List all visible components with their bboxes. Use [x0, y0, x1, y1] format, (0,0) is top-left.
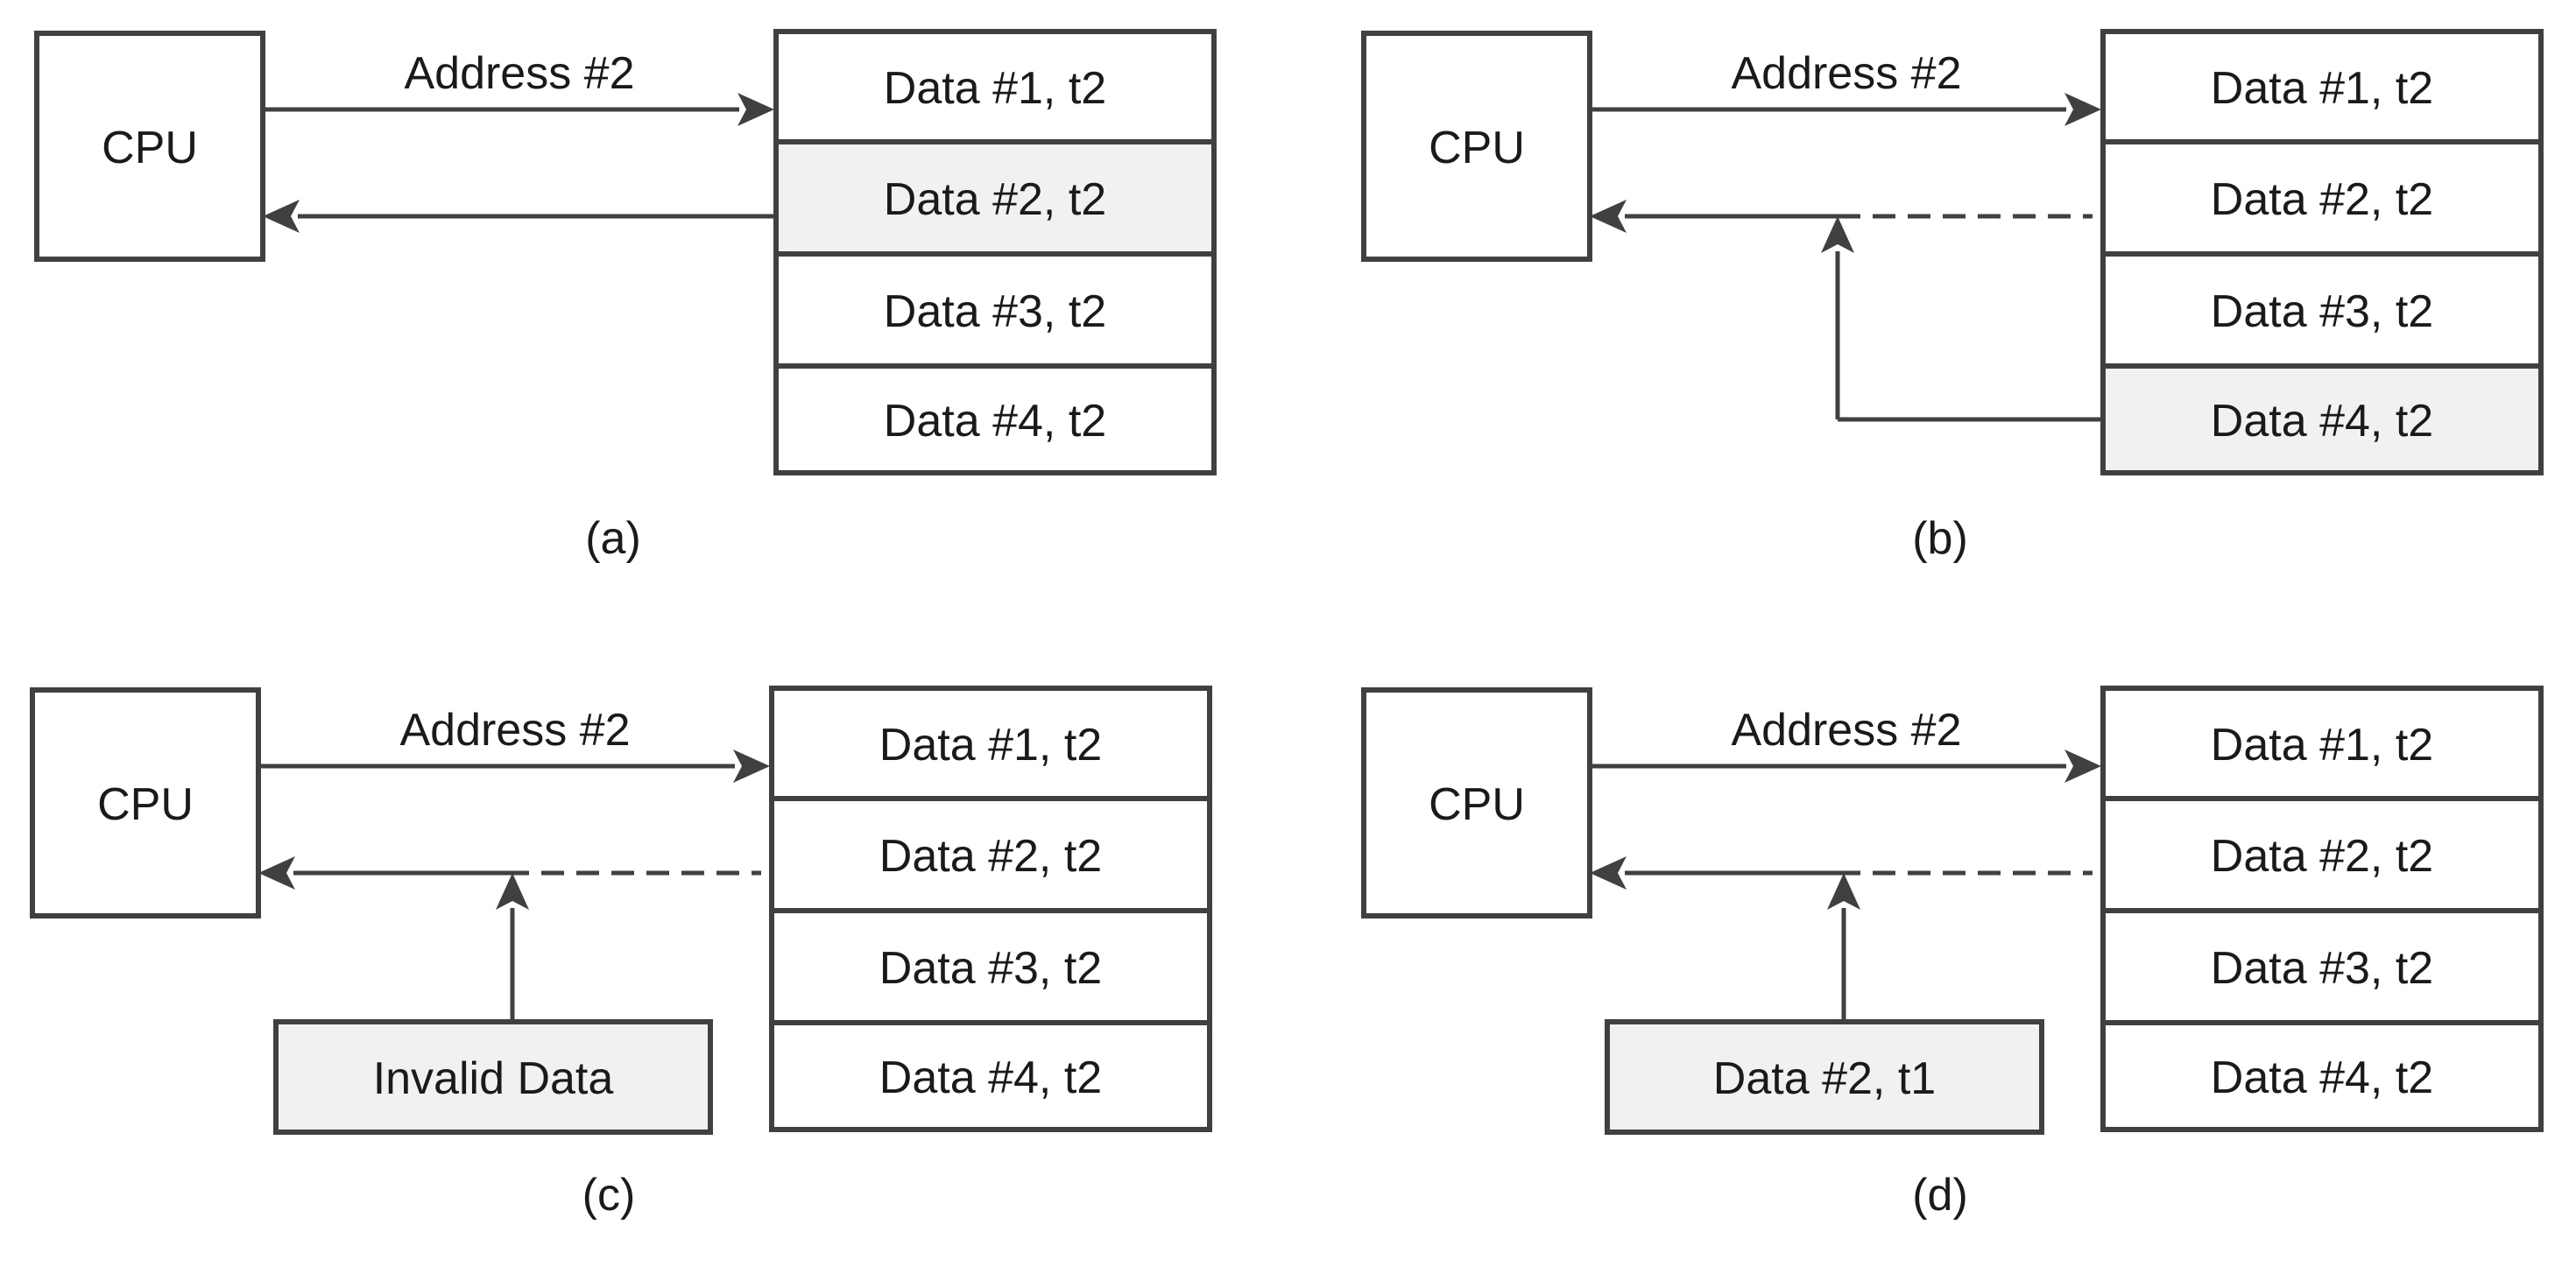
external-source-label: Data #2, t1 — [1713, 1053, 1936, 1104]
cpu-box — [30, 687, 261, 918]
external-source-box — [273, 1019, 713, 1135]
memory-row-4 — [769, 1020, 1212, 1132]
memory-row-4 — [2100, 1020, 2544, 1132]
memory-row-label: Data #3, t2 — [884, 286, 1106, 337]
memory-row-1 — [773, 29, 1217, 144]
address-label: Address #2 — [404, 48, 634, 99]
data-return-arrow — [1590, 856, 1838, 890]
memory-row-label: Data #1, t2 — [879, 720, 1102, 771]
cpu-label: CPU — [102, 123, 198, 173]
address-arrow — [1590, 750, 2101, 783]
arrowhead-icon — [1821, 216, 1854, 253]
memory-row-2 — [2100, 139, 2544, 257]
memory-row-label: Data #1, t2 — [2211, 63, 2433, 114]
cpu-label: CPU — [1429, 779, 1525, 830]
cpu-label: CPU — [97, 779, 194, 830]
arrowhead-icon — [738, 93, 774, 126]
panel-label: (a) — [585, 513, 641, 564]
cpu-label: CPU — [1429, 123, 1525, 173]
memory-row-label: Data #4, t2 — [2211, 1052, 2433, 1103]
arrowhead-icon — [1827, 873, 1860, 910]
address-arrow — [263, 93, 774, 126]
arrowhead-icon — [496, 873, 529, 910]
memory-row-label: Data #2, t2 — [2211, 174, 2433, 225]
arrowhead-icon — [2064, 93, 2101, 126]
data-return-arrow — [263, 200, 774, 233]
address-label: Address #2 — [1731, 48, 1961, 99]
memory-row-label: Data #1, t2 — [884, 63, 1106, 114]
memory-row-label: Data #1, t2 — [2211, 720, 2433, 771]
data-return-arrow — [258, 856, 506, 890]
external-up-arrow — [1827, 873, 1860, 1022]
external-up-arrow — [496, 873, 529, 1022]
panel-a: CPU Data #1, t2 Data #2, t2 Data #3, t2 Data… — [34, 29, 1217, 564]
memory-row-3 — [773, 251, 1217, 369]
panel-b: CPU Data #1, t2 Data #2, t2 Data #3, t2 Data… — [1361, 29, 2544, 564]
arrowhead-icon — [258, 856, 295, 890]
arrowhead-icon — [733, 750, 770, 783]
panel-c: CPU Data #1, t2 Data #2, t2 Data #3, t2 Data… — [30, 686, 1212, 1221]
arrowhead-icon — [2064, 750, 2101, 783]
memory-row-label: Data #3, t2 — [2211, 286, 2433, 337]
external-source-label: Invalid Data — [373, 1053, 614, 1104]
arrowhead-icon — [1590, 200, 1627, 233]
panel-label: (c) — [582, 1170, 636, 1221]
memory-row-label: Data #2, t2 — [2211, 831, 2433, 882]
cpu-box — [1361, 687, 1592, 918]
memory-row-1 — [769, 686, 1212, 801]
cpu-box — [1361, 31, 1592, 262]
memory-row-label: Data #4, t2 — [2211, 396, 2433, 447]
memory-row-2 — [769, 796, 1212, 913]
memory-row-3 — [769, 908, 1212, 1025]
panel-label: (d) — [1912, 1170, 1968, 1221]
memory-row-label: Data #3, t2 — [879, 943, 1102, 994]
memory-row-label: Data #3, t2 — [2211, 943, 2433, 994]
address-arrow — [1590, 93, 2101, 126]
memory-row-label: Data #2, t2 — [879, 831, 1102, 882]
panel-d: CPU Data #1, t2 Data #2, t2 Data #3, t2 Data… — [1361, 686, 2544, 1221]
memory-row-4 — [773, 363, 1217, 475]
panel-label: (b) — [1912, 513, 1968, 564]
memory-row-1 — [2100, 29, 2544, 144]
cpu-box — [34, 31, 265, 262]
arrowhead-icon — [263, 200, 300, 233]
memory-row-3 — [2100, 251, 2544, 369]
memory-row-label: Data #2, t2 — [884, 174, 1106, 225]
redirect-up-arrow — [1821, 216, 1854, 419]
address-label: Address #2 — [399, 705, 630, 756]
address-arrow — [258, 750, 770, 783]
data-return-arrow — [1590, 200, 1838, 233]
arrowhead-icon — [1590, 856, 1627, 890]
external-source-box — [1605, 1019, 2044, 1135]
memory-row-4 — [2100, 363, 2544, 475]
address-label: Address #2 — [1731, 705, 1961, 756]
memory-row-label: Data #4, t2 — [879, 1052, 1102, 1103]
memory-row-label: Data #4, t2 — [884, 396, 1106, 447]
